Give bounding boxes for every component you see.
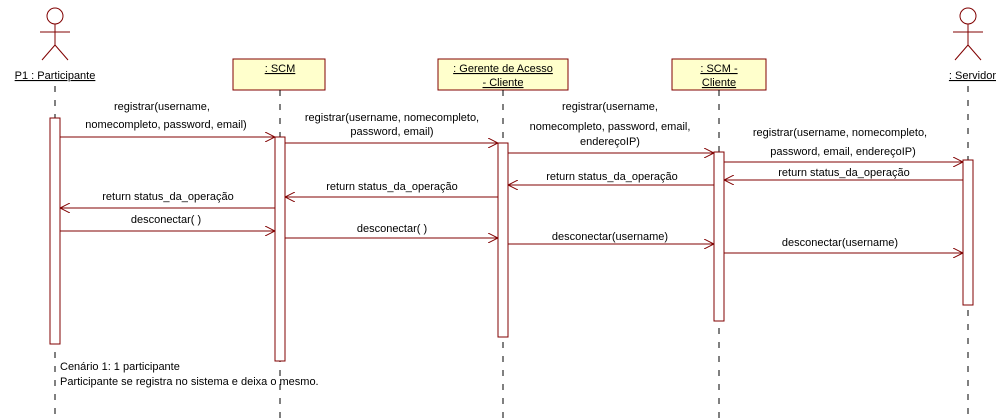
message-label: desconectar(username): [552, 231, 668, 243]
object-box: [232, 58, 326, 91]
object-scm-cliente[interactable]: : SCM - Cliente: [671, 58, 767, 91]
note-line-2: Participante se registra no sistema e de…: [60, 376, 319, 388]
actor-figure-icon: [953, 7, 983, 61]
message-label: desconectar( ): [357, 223, 427, 235]
message-label: return status_da_operação: [546, 171, 677, 183]
scenario-note: Cenário 1: 1 participante Participante s…: [60, 361, 319, 388]
message-label: return status_da_operação: [326, 181, 457, 193]
activation-participante: [49, 117, 61, 345]
actor-figure-icon: [40, 7, 70, 61]
activations: [49, 117, 974, 362]
activation-gerente: [497, 142, 509, 338]
message-label: registrar(username,: [562, 101, 658, 113]
activation-servidor: [962, 159, 974, 306]
object-gerente-de-acesso-cliente[interactable]: : Gerente de Acesso - Cliente: [437, 58, 569, 91]
message-label: desconectar(username): [782, 237, 898, 249]
message-label: return status_da_operação: [778, 167, 909, 179]
actor-name: : Servidor: [949, 70, 996, 82]
message-label: password, email, endereçoIP): [770, 146, 916, 158]
object-name-line-2: Cliente: [702, 77, 736, 89]
message-label: password, email): [350, 126, 433, 138]
object-box: [437, 58, 569, 91]
activation-scm: [274, 136, 286, 362]
message-label: registrar(username,: [114, 101, 210, 113]
message-label: nomecompleto, password, email): [85, 119, 246, 131]
object-scm[interactable]: : SCM: [232, 58, 326, 91]
activation-scm-cliente: [713, 151, 725, 322]
message-label: endereçoIP): [580, 136, 640, 148]
object-box: [671, 58, 767, 91]
actor-participante[interactable]: P1 : Participante: [15, 7, 96, 82]
messages: [60, 137, 963, 253]
message-labels: registrar(username, nomecompleto, passwo…: [85, 101, 927, 249]
note-line-1: Cenário 1: 1 participante: [60, 361, 180, 373]
message-label: registrar(username, nomecompleto,: [305, 112, 479, 124]
object-name-line-1: : SCM: [265, 63, 296, 75]
message-label: desconectar( ): [131, 214, 201, 226]
object-name-line-1: : Gerente de Acesso: [453, 63, 553, 75]
message-label: nomecompleto, password, email,: [530, 121, 691, 133]
object-name-line-1: : SCM -: [700, 63, 738, 75]
actor-name: P1 : Participante: [15, 70, 96, 82]
object-name-line-2: - Cliente: [483, 77, 524, 89]
actor-servidor[interactable]: : Servidor: [949, 7, 996, 82]
message-label: registrar(username, nomecompleto,: [753, 127, 927, 139]
message-label: return status_da_operação: [102, 191, 233, 203]
